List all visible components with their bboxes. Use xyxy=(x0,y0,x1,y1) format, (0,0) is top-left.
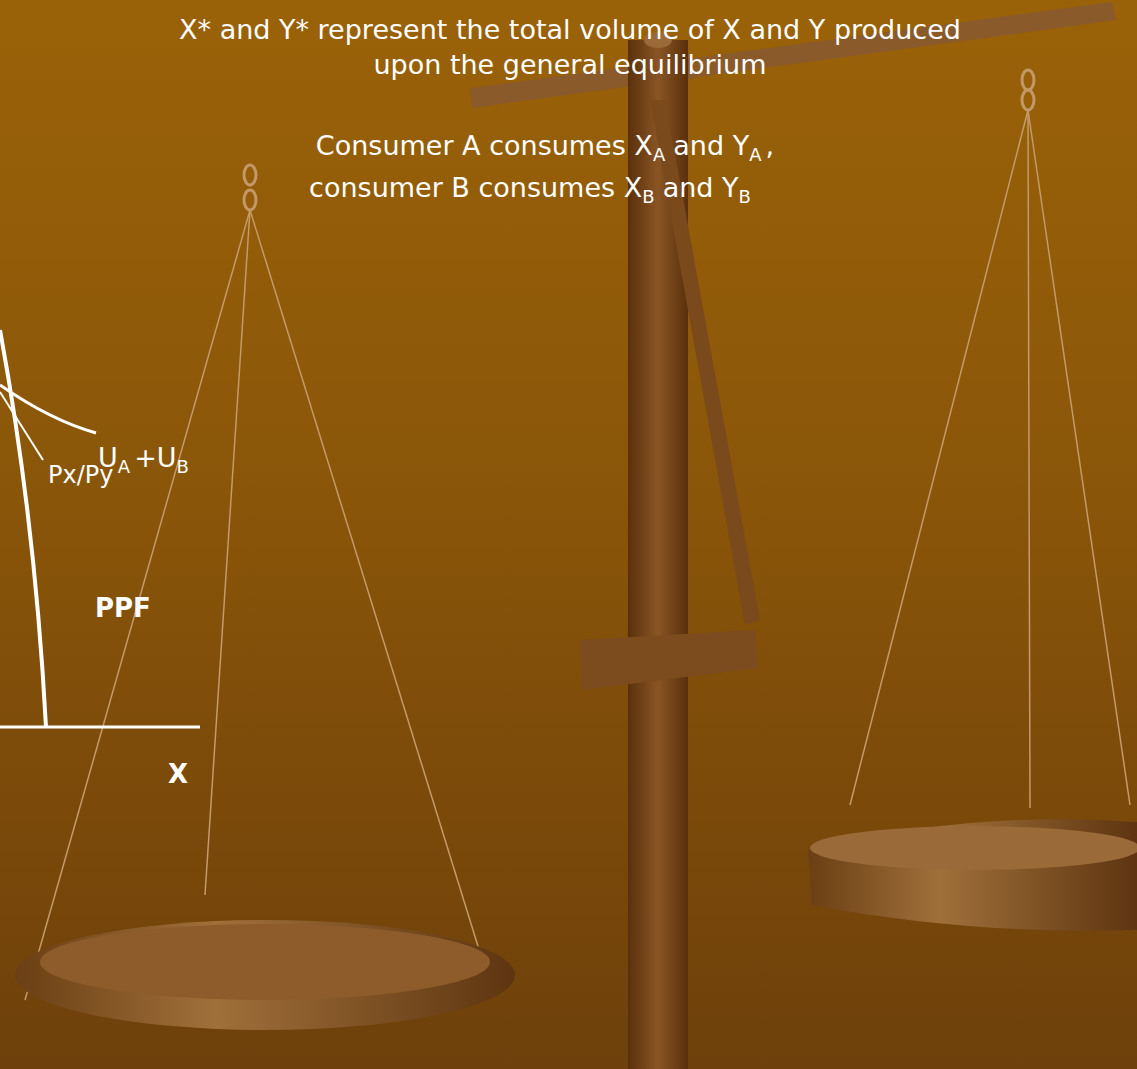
consumer-note: Consumer A consumes XAand YA, xyxy=(316,128,774,166)
subscript: A xyxy=(749,144,761,165)
subscript: A xyxy=(118,456,130,477)
ppf-graph xyxy=(0,330,200,727)
scale-crosspiece xyxy=(580,630,758,690)
label-text: , xyxy=(766,130,775,161)
label-text: +U xyxy=(134,442,176,473)
label-text: X xyxy=(168,759,188,789)
axis-label: X xyxy=(168,758,188,792)
label-text: PPF xyxy=(95,593,151,623)
subscript: B xyxy=(177,456,189,477)
subscript: B xyxy=(739,186,751,207)
label-text: and Y xyxy=(663,172,739,203)
ppf-label: PPF xyxy=(95,592,151,626)
subscript: B xyxy=(642,186,654,207)
label-text: Px/Py xyxy=(48,461,113,489)
consumer-note: consumer B consumes XBand YB xyxy=(309,170,751,208)
subscript: A xyxy=(653,144,665,165)
label-text: and Y xyxy=(673,130,749,161)
label-text: Consumer A consumes X xyxy=(316,130,653,161)
scale-needle xyxy=(650,100,760,625)
price-ratio-label: Px/Py xyxy=(48,460,113,491)
left-pan xyxy=(15,920,515,1030)
heading-note: X* and Y* represent the total volume of … xyxy=(175,12,965,82)
label-text: X* and Y* represent the total volume of … xyxy=(179,14,961,80)
label-text: consumer B consumes X xyxy=(309,172,642,203)
